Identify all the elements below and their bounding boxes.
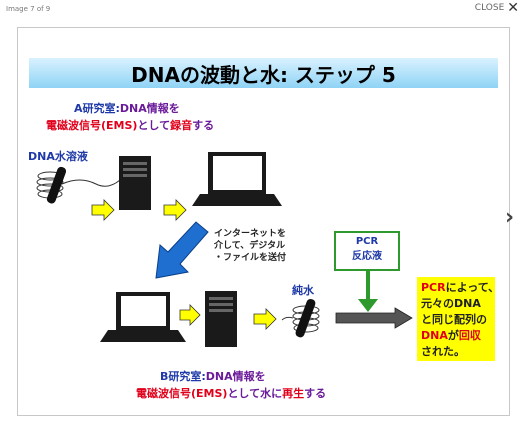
lab-b-as-water: として水に [227, 387, 283, 400]
arrow-yellow-a2 [163, 199, 187, 221]
result-line2: 元々のDNA [421, 297, 481, 310]
internet-note-line3: ・ファイルを送付 [214, 253, 287, 263]
coil-tube-a-icon [36, 166, 121, 204]
internet-note-line1: インターネットを [214, 229, 287, 239]
lab-a-colon: : [115, 102, 120, 115]
result-line3: と同じ配列の [421, 313, 487, 326]
result-line4: DNAが回収 [421, 329, 481, 342]
pcr-solution-label: 反応液 [352, 251, 382, 262]
arrow-yellow-b2 [253, 308, 277, 330]
lab-b-name: B研究室 [160, 370, 202, 383]
slide-title: DNAの波動と水: ステップ 5 [29, 58, 498, 88]
chevron-right-icon[interactable]: › [505, 205, 515, 230]
internet-note: インターネットを 介して、デジタル ・ファイルを送付 [214, 228, 286, 264]
image-counter: Image 7 of 9 [6, 5, 51, 13]
pure-water-label: 純水 [292, 284, 314, 297]
arrow-green-down [358, 269, 378, 312]
arrow-grey-result [335, 307, 413, 329]
lab-b-line1: B研究室:DNA情報を [160, 368, 266, 384]
lab-a-line1: A研究室:DNA情報を [74, 100, 180, 116]
lab-b-line2: 電磁波信号(EMS)として水に再生する [136, 385, 326, 401]
lab-b-dna-info: DNA情報を [205, 370, 266, 383]
computer-tower-a-icon [119, 156, 151, 210]
result-line1: PCRによって、 [421, 281, 500, 294]
lab-a-as: として [137, 119, 171, 132]
arrow-blue-transfer [155, 221, 209, 279]
arrow-yellow-a1 [91, 199, 115, 221]
pcr-box: PCR 反応液 [334, 231, 400, 271]
lab-b-ems: 電磁波信号(EMS) [136, 387, 228, 400]
close-label: CLOSE [474, 3, 505, 13]
lab-b-end: する [304, 387, 327, 400]
close-button[interactable]: CLOSE ✕ [474, 0, 519, 16]
result-box: PCRによって、 元々のDNA と同じ配列の DNAが回収 された。 [417, 277, 499, 361]
lab-b-regenerate: 再生 [282, 387, 305, 400]
coil-tube-b-icon [281, 298, 320, 338]
lab-a-end: する [192, 119, 215, 132]
computer-tower-b-icon [205, 291, 237, 347]
lab-a-line2: 電磁波信号(EMS)として録音する [46, 117, 214, 133]
internet-note-line2: 介して、デジタル [214, 241, 286, 251]
lab-a-dna-info: DNA情報を [119, 102, 180, 115]
laptop-b-icon [100, 292, 186, 342]
laptop-a-icon [192, 152, 282, 206]
close-icon: ✕ [507, 0, 519, 16]
pcr-label: PCR [355, 236, 379, 247]
lab-a-name: A研究室 [74, 102, 116, 115]
result-line5: された。 [421, 345, 465, 358]
lab-a-record: 録音 [170, 119, 193, 132]
lab-a-ems: 電磁波信号(EMS) [46, 119, 138, 132]
lab-b-colon: : [201, 370, 206, 383]
arrow-yellow-b1 [179, 304, 201, 326]
dna-solution-label: DNA水溶液 [28, 150, 88, 163]
